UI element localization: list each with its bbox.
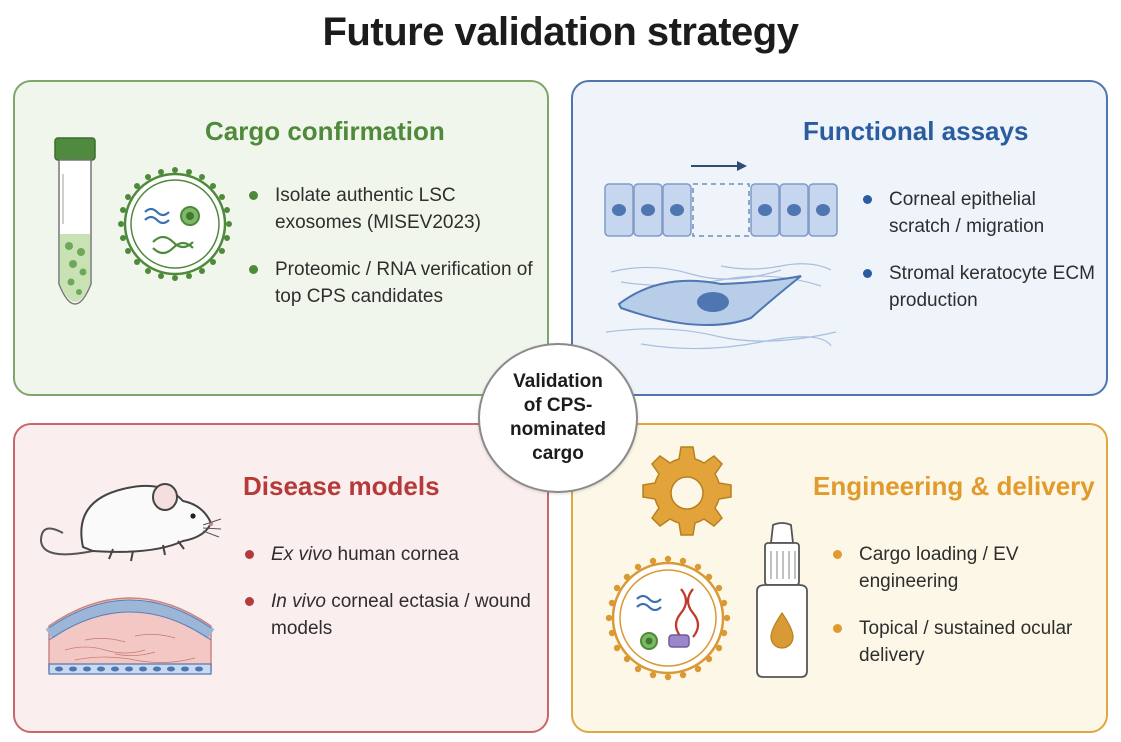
list-item: Topical / sustained ocular delivery bbox=[831, 615, 1091, 669]
cargo-confirmation-title: Cargo confirmation bbox=[205, 116, 445, 146]
bullet-dot bbox=[245, 597, 254, 606]
list-item: Isolate authentic LSC exosomes (MISEV202… bbox=[247, 182, 537, 236]
engineering-delivery-title: Engineering & delivery bbox=[813, 471, 1095, 501]
bullet-dot bbox=[863, 195, 872, 204]
page-title: Future validation strategy bbox=[322, 10, 799, 54]
disease-bullet-list: Ex vivo human cornea In vivo corneal ect… bbox=[243, 541, 533, 662]
engineering-delivery-panel: Engineering & delivery bbox=[571, 423, 1108, 733]
bullet-dot bbox=[833, 624, 842, 633]
bullet-dot bbox=[249, 265, 258, 274]
list-item: Proteomic / RNA verification of top CPS … bbox=[247, 256, 537, 310]
list-item: In vivo corneal ectasia / wound models bbox=[243, 588, 533, 642]
functional-bullet-list: Corneal epithelial scratch / migration S… bbox=[861, 186, 1101, 334]
cornea-cross-section-icon bbox=[45, 597, 215, 675]
cargo-bullet-list: Isolate authentic LSC exosomes (MISEV202… bbox=[247, 182, 537, 330]
bullet-dot bbox=[245, 550, 254, 559]
engineered-exosome-icon bbox=[605, 555, 731, 681]
center-validation-circle: Validation of CPS-nominated cargo bbox=[478, 343, 638, 493]
disease-models-title: Disease models bbox=[243, 471, 440, 501]
functional-assays-panel: Functional assays Corneal epithe bbox=[571, 80, 1108, 396]
list-item: Corneal epithelial scratch / migration bbox=[861, 186, 1101, 240]
gear-icon bbox=[642, 446, 732, 536]
list-item: Stromal keratocyte ECM production bbox=[861, 260, 1101, 314]
bullet-dot bbox=[863, 269, 872, 278]
epithelial-scratch-icon bbox=[604, 161, 838, 237]
eye-drop-bottle-icon bbox=[756, 522, 808, 678]
cargo-confirmation-panel: Cargo confirmation Iso bbox=[13, 80, 549, 396]
mouse-icon bbox=[39, 483, 222, 562]
engineering-bullet-list: Cargo loading / EV engineering Topical /… bbox=[831, 541, 1091, 689]
test-tube-icon bbox=[54, 137, 96, 305]
keratocyte-icon bbox=[605, 263, 837, 350]
center-label: Validation of CPS-nominated cargo bbox=[509, 371, 607, 464]
bullet-dot bbox=[249, 191, 258, 200]
list-item: Ex vivo human cornea bbox=[243, 541, 533, 568]
exosome-icon bbox=[118, 167, 232, 281]
bullet-dot bbox=[833, 550, 842, 559]
disease-models-panel: Disease models Ex vivo human cornea In v bbox=[13, 423, 549, 733]
functional-assays-title: Functional assays bbox=[803, 116, 1029, 146]
list-item: Cargo loading / EV engineering bbox=[831, 541, 1091, 595]
